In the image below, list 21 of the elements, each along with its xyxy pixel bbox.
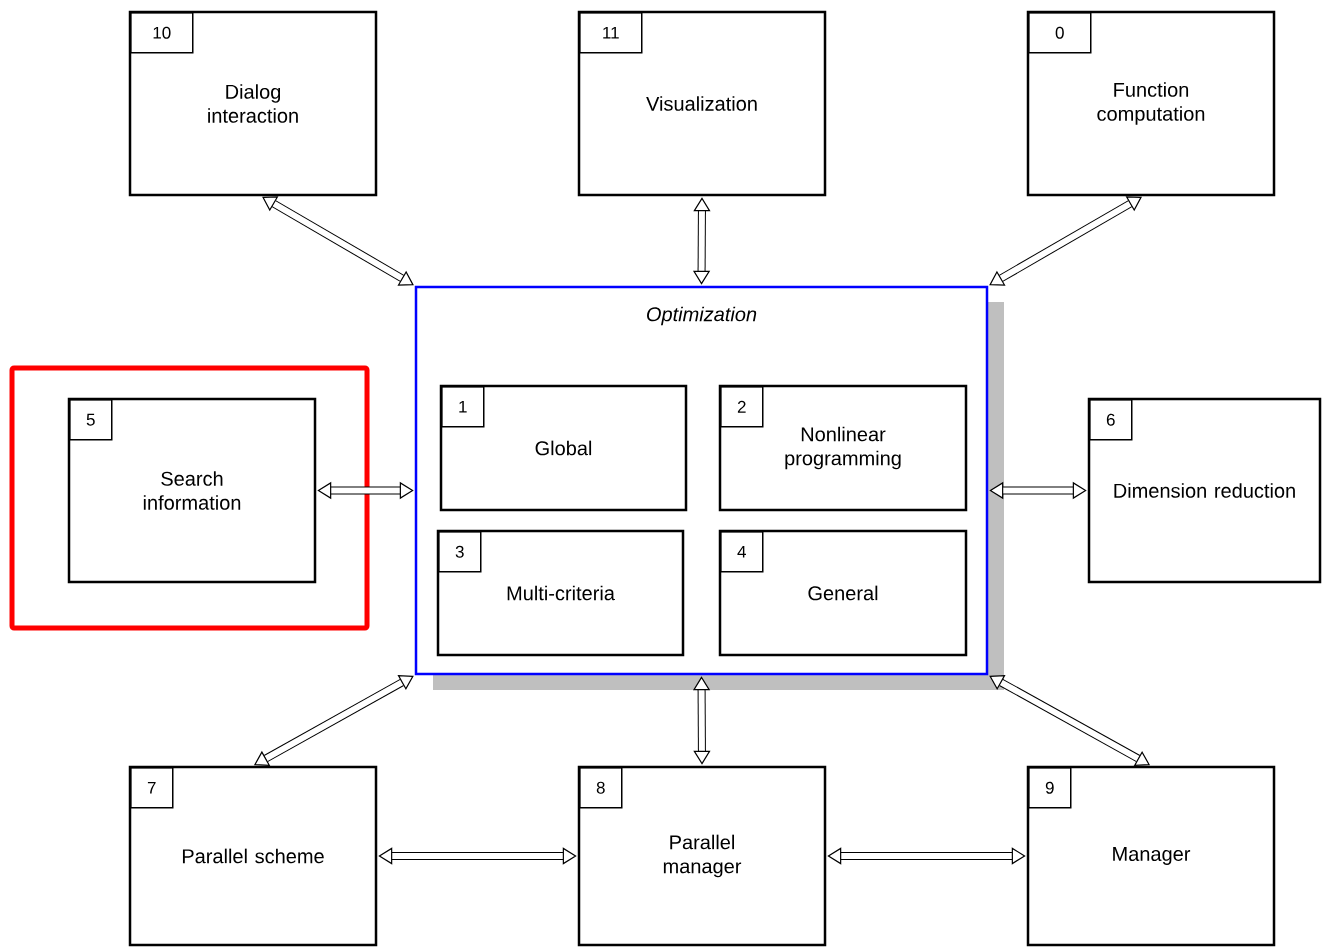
number-tag: 6 [1089,399,1133,441]
double-arrow [692,676,711,765]
number-tag: 5 [69,399,113,441]
highlight-frame [9,365,370,631]
number-tag: 4 [720,531,764,573]
number-tag: 3 [438,531,482,573]
number-tag: 1 [441,386,485,428]
double-arrow [317,481,414,500]
double-arrow [827,847,1026,865]
double-arrow [989,481,1087,500]
number-tag: 7 [130,767,174,809]
number-tag: 10 [130,12,194,54]
number-tag: 9 [1028,767,1072,809]
double-arrow [989,196,1142,286]
number-tag: 2 [720,386,764,428]
double-arrow [262,196,414,286]
double-arrow [378,847,577,865]
number-tag: 0 [1028,12,1092,54]
group-title: Optimization [647,306,757,326]
number-tag: 11 [579,12,643,54]
number-tag: 8 [579,767,623,809]
